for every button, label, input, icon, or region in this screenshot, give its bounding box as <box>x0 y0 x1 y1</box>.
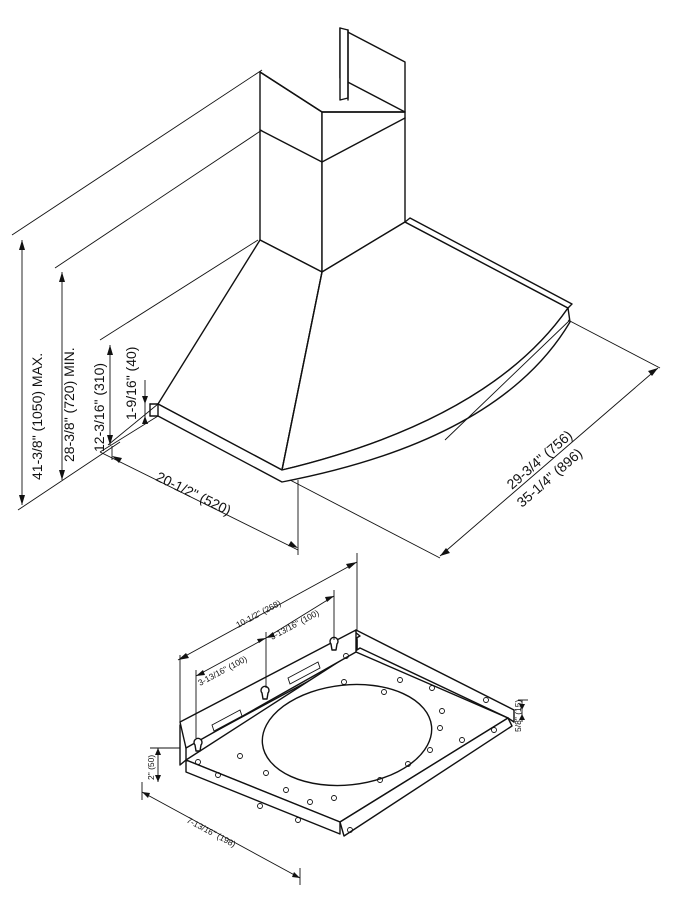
duct-opening <box>261 683 433 787</box>
bracket-depth-label: 7-13/16" (198) <box>185 815 238 849</box>
mounting-bracket <box>179 629 515 837</box>
hole-spacing-right-label: 3-13/16" (100) <box>268 607 321 641</box>
depth-label: 20-1/2" (520) <box>154 468 234 518</box>
canopy-height-label: 12-3/16" (310) <box>91 363 107 452</box>
bracket-dimension-lines <box>141 553 528 885</box>
max-height-label: 41-3/8" (1050) MAX. <box>29 353 45 480</box>
lower-chimney <box>259 71 406 273</box>
hole-spacing-left-label: 3-13/16" (100) <box>196 653 249 687</box>
range-hood <box>149 27 573 483</box>
screw-holes <box>195 653 497 833</box>
hood-dimension-lines <box>11 69 661 559</box>
rim-height-label: 1-9/16" (40) <box>123 347 139 420</box>
upper-chimney <box>339 27 406 113</box>
flange-lip-label: 5/8" (15) <box>513 700 523 732</box>
long-slots <box>211 661 321 732</box>
flange-height-label: 2" (50) <box>146 755 156 780</box>
min-height-label: 28-3/8" (720) MIN. <box>61 347 77 462</box>
overall-span-label: 10-1/2" (268) <box>234 598 282 630</box>
keyhole-slots <box>193 636 339 752</box>
canopy <box>149 217 573 483</box>
